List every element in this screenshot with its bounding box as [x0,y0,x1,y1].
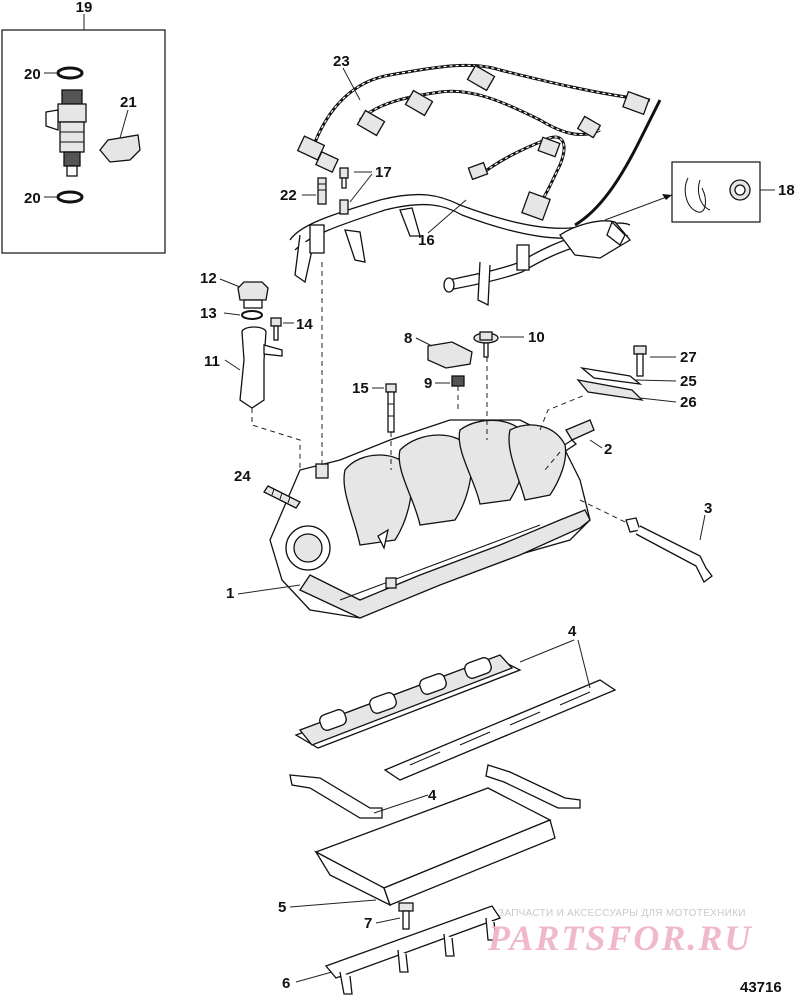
label-10: 10 [528,329,545,346]
bracket-6 [295,905,501,995]
assembly-guide-lines [251,262,626,523]
stud-22 [302,177,327,205]
label-27: 27 [680,349,697,366]
label-23: 23 [333,53,350,70]
label-9: 9 [424,375,432,392]
label-11: 11 [204,353,220,370]
label-6: 6 [282,975,290,992]
watermark-tagline: ЗАПЧАСТИ И АКСЕССУАРЫ ДЛЯ МОТОТЕХНИКИ [498,908,746,919]
cap-seal [223,310,263,320]
label-4-bottom: 4 [428,787,437,804]
fuel-injector [45,89,87,177]
gasket-25 [579,366,677,385]
bolt-10 [473,331,524,358]
label-26: 26 [680,394,697,411]
sensor-lead-3 [625,514,713,583]
label-8: 8 [404,330,412,347]
bolt-14 [270,317,294,341]
intake-gasket-right [383,679,617,781]
figure-number: 43716 [740,979,782,996]
label-15: 15 [352,380,369,397]
stud-24 [263,485,301,509]
label-18: 18 [778,182,795,199]
bolt-27 [633,345,676,377]
fuel-rail [289,193,631,307]
schrader-valve [339,167,373,215]
label-20-top: 20 [24,66,41,83]
label-14: 14 [296,316,313,333]
temp-sensor-2 [558,419,603,453]
label-21: 21 [120,94,137,111]
bolt-15 [372,383,397,433]
sensor-seal-9 [435,375,465,387]
wiring-harness [296,63,662,227]
injector-clip [99,134,141,163]
label-19: 19 [76,0,93,16]
label-3: 3 [704,500,712,517]
label-2: 2 [604,441,612,458]
end-seal-left [289,774,383,819]
label-13: 13 [200,305,217,322]
label-25: 25 [680,373,697,390]
watermark-brand: PARTSFOR.RU [487,918,752,958]
injector-detail-inset [1,14,166,254]
label-22: 22 [280,187,297,204]
label-16: 16 [418,232,435,249]
label-4-top: 4 [568,623,577,640]
watermark: ЗАПЧАСТИ И АКСЕССУАРЫ ДЛЯ МОТОТЕХНИКИ PA… [487,908,752,958]
callout-labels: 19 20 21 20 23 17 22 18 16 12 13 14 8 10… [24,0,795,992]
label-17: 17 [375,164,392,181]
oil-fill-cap [219,278,269,309]
label-5: 5 [278,899,286,916]
bolt-7 [375,902,414,930]
intake-manifold [237,419,591,619]
label-24: 24 [234,468,251,485]
label-1: 1 [226,585,234,602]
end-seal-right [485,764,581,809]
label-20-bottom: 20 [24,190,41,207]
label-12: 12 [200,270,217,287]
valley-pan [289,787,556,908]
map-sensor [415,337,473,369]
connector-detail-18 [604,161,775,223]
intake-gasket-left [294,654,522,749]
plate-26 [576,379,677,403]
label-7: 7 [364,915,372,932]
